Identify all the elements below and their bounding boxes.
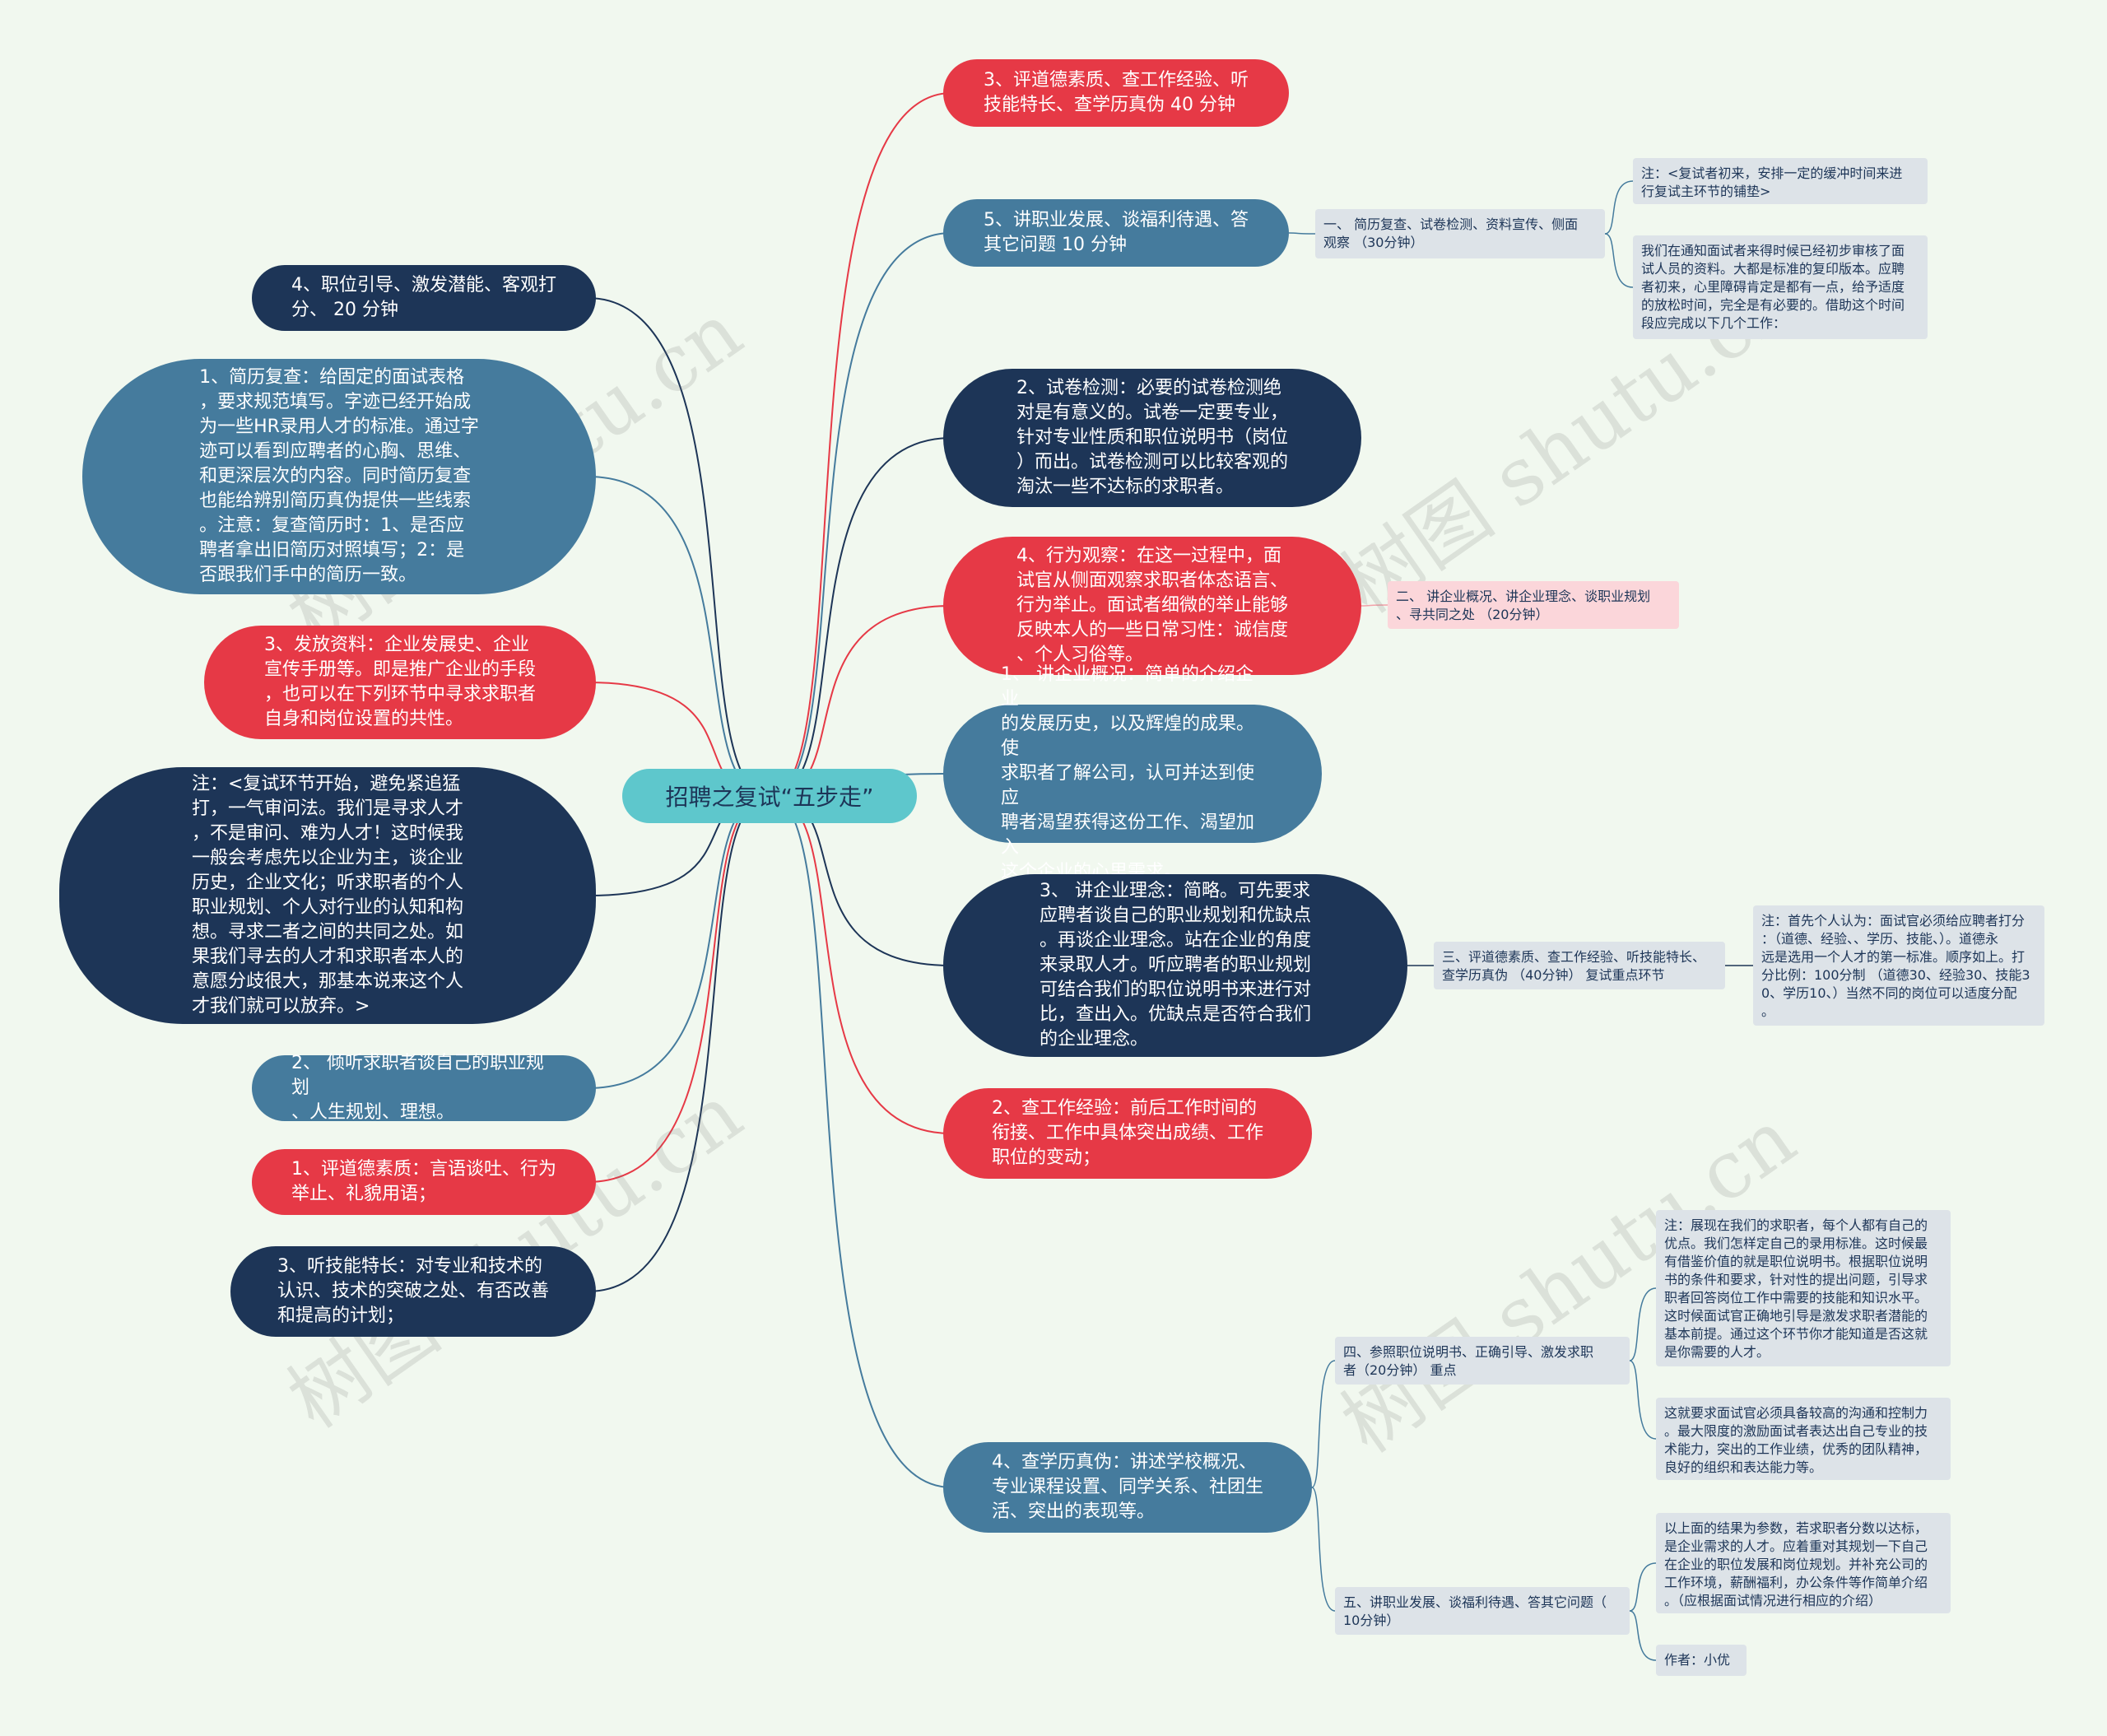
connector-L5	[587, 795, 770, 1183]
branch-skill-expertise[interactable]: 3、听技能特长：对专业和技术的 认识、技术的突破之处、有否改善 和提高的计划；	[230, 1246, 596, 1337]
branch-career-welfare-10min[interactable]: 5、讲职业发展、谈福利待遇、答 其它问题 10 分钟	[943, 199, 1289, 267]
branch-hand-out-materials[interactable]: 3、发放资料：企业发展史、企业 宣传手册等。即是推广企业的手段 ，也可以在下列环…	[204, 626, 596, 739]
branch-resume-review[interactable]: 1、简历复查：给固定的面试表格 ，要求规范填写。字迹已经开始成 为一些HR录用人…	[82, 359, 596, 594]
branch-education-verify[interactable]: 4、查学历真伪：讲述学校概况、 专业课程设置、同学关系、社团生 活、突出的表现等…	[943, 1442, 1312, 1533]
note-stage-four-requirements[interactable]: 这就要求面试官必须具备较高的沟通和控制力 。最大限度的激励面试者表达出自己专业的…	[1656, 1398, 1951, 1480]
connector-note-five-a	[1629, 1562, 1657, 1612]
note-stage-five-detail[interactable]: 以上面的结果为参数，若求职者分数以达标， 是企业需求的人才。应着重对其规划一下自…	[1656, 1513, 1951, 1613]
connector-L6	[587, 795, 770, 1292]
branch-company-overview[interactable]: 1、 讲企业概况：简单的介绍企业 的发展历史，以及辉煌的成果。使 求职者了解公司…	[943, 664, 1322, 882]
note-stage-one[interactable]: 一、 简历复查、试卷检测、资料宣传、侧面 观察 （30分钟）	[1315, 209, 1605, 258]
root-topic[interactable]: 招聘之复试“五步走”	[622, 769, 917, 823]
connector-note-five	[1311, 1487, 1336, 1612]
connector-note-four-a	[1629, 1287, 1657, 1361]
connector-note-four	[1311, 1360, 1336, 1488]
connector-note-five-b	[1629, 1610, 1657, 1661]
note-stage-two[interactable]: 二、 讲企业概况、讲企业理念、谈职业规划 、寻共同之处 （20分钟）	[1388, 581, 1679, 629]
connector-R7	[769, 795, 952, 1488]
branch-work-experience[interactable]: 2、查工作经验：前后工作时间的 衔接、工作中具体突出成绩、工作 职位的变动；	[943, 1088, 1312, 1179]
connector-note-one	[1288, 232, 1316, 235]
note-stage-three[interactable]: 三、评道德素质、查工作经验、听技能特长、 查学历真伪 （40分钟） 复试重点环节	[1434, 942, 1725, 989]
note-stage-one-remark[interactable]: 注：<复试者初来，安排一定的缓冲时间来进 行复试主环节的铺垫>	[1633, 158, 1928, 204]
branch-career-plan[interactable]: 2、 倾听求职者谈自己的职业规划 、人生规划、理想。	[252, 1053, 596, 1123]
connector-L4	[587, 795, 770, 1089]
connector-R0	[769, 92, 952, 797]
branch-moral-quality[interactable]: 1、评道德素质：言语谈吐、行为 举止、礼貌用语；	[252, 1149, 596, 1215]
connector-R3	[769, 605, 952, 797]
connector-L0	[587, 297, 770, 797]
branch-interview-note[interactable]: 注：<复试环节开始，避免紧追猛 打，一气审问法。我们是寻求人才 ，不是审问、难为…	[59, 767, 596, 1024]
branch-guide-potential[interactable]: 4、职位引导、激发潜能、客观打 分、 20 分钟	[252, 265, 596, 331]
branch-behavior-observation[interactable]: 4、行为观察：在这一过程中，面 试官从侧面观察求职者体态语言、 行为举止。面试者…	[943, 537, 1361, 675]
connector-note-one-a	[1604, 180, 1634, 235]
connector-L1	[587, 476, 770, 797]
branch-written-test[interactable]: 2、试卷检测：必要的试卷检测绝 对是有意义的。试卷一定要专业， 针对专业性质和职…	[943, 369, 1361, 507]
note-stage-one-detail[interactable]: 我们在通知面试者来得时候已经初步审核了面 试人员的资料。大都是标准的复印版本。应…	[1633, 235, 1928, 339]
connector-R2	[769, 437, 952, 797]
note-stage-five[interactable]: 五、讲职业发展、谈福利待遇、答其它问题（ 10分钟）	[1335, 1587, 1630, 1635]
connector-note-one-b	[1604, 233, 1634, 288]
note-stage-three-scoring[interactable]: 注：首先个人认为：面试官必须给应聘者打分 ：（道德、经验、、学历、技能、）。道德…	[1753, 905, 2044, 1026]
note-stage-four-remark[interactable]: 注：展现在我们的求职者，每个人都有自己的 优点。我们怎样定自己的录用标准。这时候…	[1656, 1210, 1951, 1366]
note-stage-four[interactable]: 四、参照职位说明书、正确引导、激发求职 者（20分钟） 重点	[1335, 1337, 1630, 1385]
note-author[interactable]: 作者：小优	[1656, 1645, 1747, 1676]
connector-note-four-b	[1629, 1360, 1657, 1440]
branch-company-philosophy[interactable]: 3、 讲企业理念：简略。可先要求 应聘者谈自己的职业规划和优缺点 。再谈企业理念…	[943, 874, 1407, 1057]
connector-R1	[769, 232, 952, 797]
branch-evaluation-40min[interactable]: 3、评道德素质、查工作经验、听 技能特长、查学历真伪 40 分钟	[943, 59, 1289, 127]
connector-note-two	[1360, 604, 1388, 607]
